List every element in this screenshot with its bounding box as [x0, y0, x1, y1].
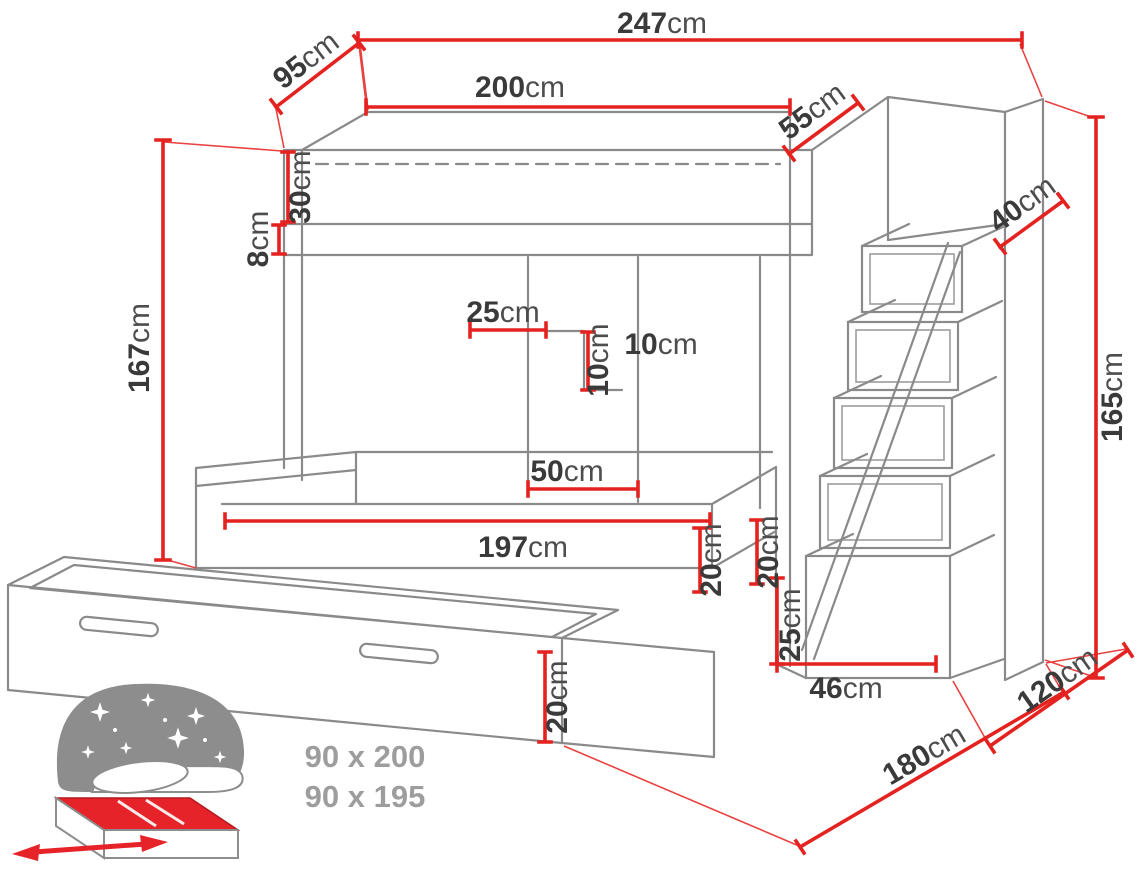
- dimension-lines: [154, 31, 1135, 856]
- dim-20-a-line: [692, 526, 708, 594]
- dim-25-shelf-label: 25cm: [466, 296, 539, 329]
- dim-20-drawer-line: [537, 650, 553, 744]
- dim-46-label: 46cm: [809, 672, 882, 705]
- pullout-direction-arrow-icon: [12, 835, 168, 861]
- step-opening-1: [860, 244, 964, 314]
- dim-95-line: [268, 33, 367, 116]
- dim-167-line: [154, 138, 172, 562]
- back-wall-panels: [282, 253, 792, 522]
- dim-10-vert-line: [580, 330, 596, 392]
- dim-8-label: 8cm: [242, 211, 275, 268]
- star-icons: [81, 692, 227, 764]
- dim-46-line: [775, 655, 938, 673]
- dim-200-label: 200cm: [475, 71, 565, 104]
- dim-165-line: [1087, 115, 1105, 680]
- step-inner-3: [841, 405, 945, 461]
- dim-10-vert-label: 10cm: [582, 323, 615, 396]
- stairs-back-panel: [948, 97, 1045, 682]
- dim-20-b-label: 20cm: [752, 515, 785, 588]
- mattress-size-lower: 90 x 195: [305, 779, 426, 814]
- dim-25-gap-label: 25cm: [774, 588, 807, 661]
- dim-180-line: [793, 683, 1071, 856]
- step-inner-1: [869, 253, 955, 305]
- stairs-tread-edges: [804, 222, 1007, 558]
- step-opening-2: [846, 320, 960, 392]
- drawer-handle-right: [359, 642, 439, 665]
- dim-55-line: [781, 93, 866, 163]
- dim-30-label: 30cm: [284, 150, 317, 223]
- dim-197-line: [223, 512, 712, 530]
- dim-40-line: [992, 191, 1071, 256]
- dim-50-line: [526, 480, 640, 498]
- dim-20-a-label: 20cm: [695, 523, 728, 596]
- dim-20-drawer-label: 20cm: [541, 660, 574, 733]
- step-opening-3: [832, 396, 954, 470]
- stairs-stringer-edges: [800, 241, 962, 661]
- bed-base-side: [55, 796, 105, 860]
- dim-25-shelf-line: [468, 321, 548, 339]
- dim-120-label: 120cm: [1011, 641, 1104, 720]
- dim-167-label: 167cm: [123, 303, 156, 393]
- trundle-drawer-outline: [6, 555, 716, 759]
- lower-bunk-outline: [194, 450, 808, 680]
- dim-50-label: 50cm: [530, 455, 603, 488]
- dim-30-line: [280, 150, 296, 224]
- dim-10-horiz-label: 10cm: [624, 328, 697, 361]
- dimension-extension-lines: [163, 43, 1127, 847]
- dim-197-label: 197cm: [478, 531, 568, 564]
- drawer-handle-left: [79, 615, 159, 638]
- top-bunk-outline: [282, 95, 1007, 257]
- dim-20-b-line: [749, 518, 765, 586]
- bed-structure: [6, 95, 1045, 759]
- dim-8-line: [271, 223, 287, 256]
- step-inner-2: [855, 329, 951, 383]
- mattress-size-upper: 90 x 200: [305, 739, 426, 774]
- night-mattress-pullout-icon: 90 x 200 90 x 195: [12, 683, 426, 861]
- dim-247-label: 247cm: [617, 7, 707, 40]
- dimension-labels: 247cm 95cm 200cm 55cm 30cm 8cm 167cm 40c…: [123, 7, 1129, 792]
- mattress-fold-lines: [117, 798, 185, 828]
- pillow-shape: [91, 760, 189, 794]
- dim-120-line: [983, 641, 1135, 755]
- dim-200-line: [364, 98, 792, 116]
- dim-165-label: 165cm: [1096, 352, 1129, 442]
- storage-stairs: [800, 97, 1045, 682]
- step-inner-4: [827, 483, 943, 541]
- stairs-base-cabinet: [804, 554, 952, 680]
- step-opening-4: [818, 474, 952, 550]
